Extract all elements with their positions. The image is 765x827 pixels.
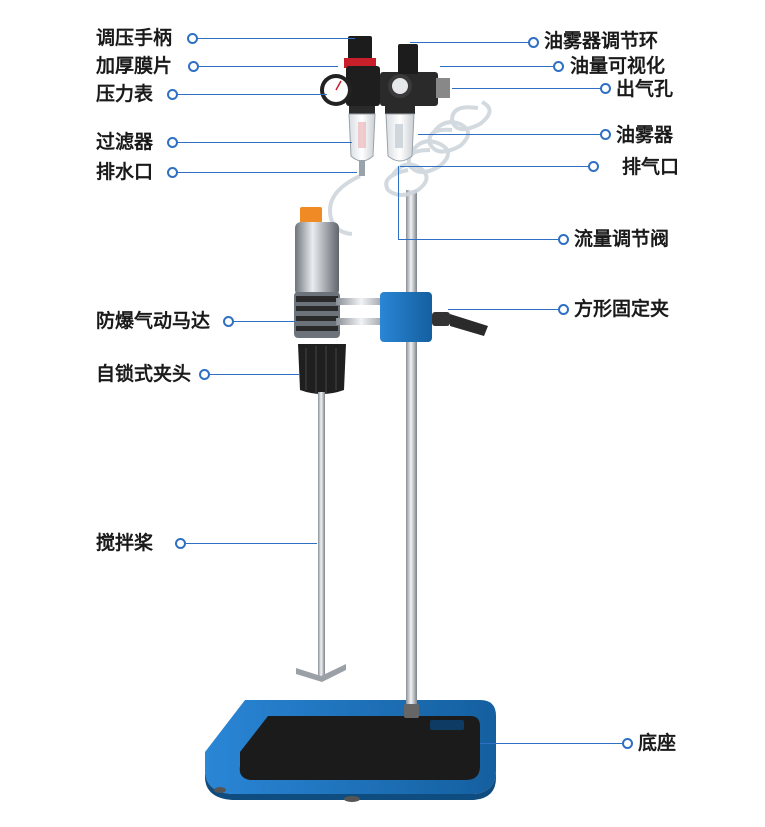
chuck <box>298 344 346 394</box>
label-motor: 防爆气动马达 <box>96 310 211 332</box>
callout-dot <box>558 234 569 245</box>
label-drain: 排水口 <box>96 161 154 183</box>
clamp-assembly <box>336 292 488 342</box>
callout-dot <box>188 61 199 72</box>
callout-dot <box>167 89 178 100</box>
support-rod <box>406 190 417 710</box>
label-diaphragm: 加厚膜片 <box>96 55 173 77</box>
callout-dot <box>223 316 234 327</box>
label-lubricator: 油雾器 <box>616 124 674 146</box>
callout-dot <box>167 137 178 148</box>
callout-dot <box>558 304 569 315</box>
label-gauge: 压力表 <box>96 83 154 105</box>
label-clamp: 方形固定夹 <box>574 298 670 320</box>
base-plate <box>205 700 496 802</box>
filter-regulator <box>320 36 380 176</box>
label-base: 底座 <box>638 732 677 754</box>
label-outlet: 出气孔 <box>616 78 674 100</box>
callout-dot <box>175 538 186 549</box>
label-handle: 调压手柄 <box>96 27 173 49</box>
label-exhaust: 排气口 <box>622 156 680 178</box>
callout-dot <box>588 161 599 172</box>
label-paddle: 搅拌桨 <box>96 532 154 554</box>
callout-dot <box>622 738 633 749</box>
label-mist-ring: 油雾器调节环 <box>544 30 659 52</box>
callout-dot <box>600 129 611 140</box>
callout-dot <box>167 167 178 178</box>
label-chuck: 自锁式夹头 <box>96 363 192 385</box>
callout-dot <box>199 369 210 380</box>
lubricator <box>380 44 450 162</box>
label-oil-level: 油量可视化 <box>570 55 666 77</box>
label-filter: 过滤器 <box>96 131 154 153</box>
callout-dot <box>553 61 564 72</box>
callout-dot <box>600 83 611 94</box>
stirring-paddle <box>296 392 346 682</box>
callout-dot <box>187 33 198 44</box>
air-motor <box>294 207 340 338</box>
label-flow-valve: 流量调节阀 <box>574 228 670 250</box>
callout-dot <box>528 37 539 48</box>
